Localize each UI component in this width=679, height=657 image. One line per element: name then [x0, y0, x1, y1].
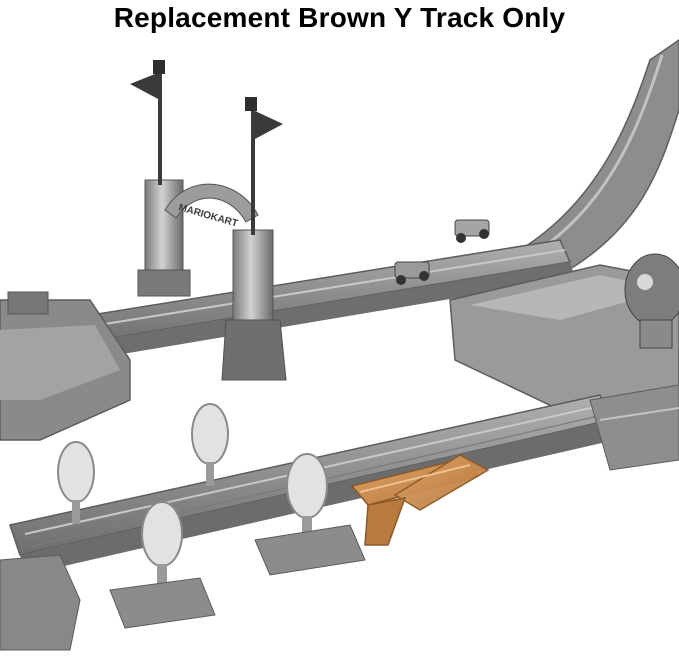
- start-arch: MARIOKART: [137, 179, 287, 381]
- product-title: Replacement Brown Y Track Only: [113, 2, 566, 33]
- target-disc-1: [57, 441, 95, 524]
- left-lower-base: [0, 554, 81, 651]
- kart-figure-1: [394, 261, 430, 285]
- flag-left: [130, 60, 165, 185]
- kart-figure-2: [454, 219, 490, 243]
- right-connector: [589, 384, 679, 471]
- target-disc-4: [109, 501, 216, 629]
- target-disc-3: [254, 453, 366, 576]
- left-base-platform: [0, 291, 131, 441]
- ramp-track: [518, 39, 679, 276]
- upper-track: [58, 239, 575, 362]
- brown-y-track-piece: [350, 454, 490, 546]
- arch-sign-text: MARIOKART: [177, 202, 239, 229]
- mushroom-station: [449, 253, 679, 411]
- flag-right: [245, 97, 283, 235]
- target-disc-2: [191, 403, 229, 486]
